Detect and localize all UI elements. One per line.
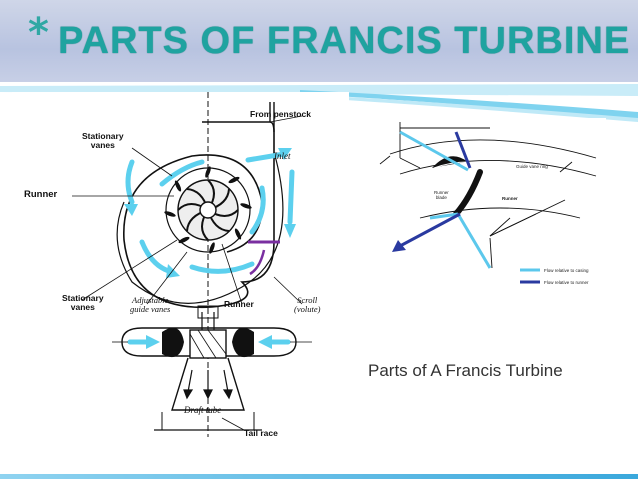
label-runner-left: Runner — [24, 189, 58, 200]
label-tail-race: Tail race — [244, 428, 278, 438]
label-runner-bottom: Runner — [224, 299, 254, 309]
label-adjustable-guide-vanes: Adjustable guide vanes — [130, 295, 171, 314]
velocity-diagram: Guide vane ring Runner Runner blade Flow… — [360, 118, 606, 290]
title-star: * — [28, 10, 49, 56]
legend-runner-label: Flow relative to runner — [544, 280, 589, 285]
label-stationary-vanes-bottom: Stationary vanes — [62, 293, 104, 312]
label-inlet: Inlet — [274, 151, 291, 161]
label-guide-vane-ring: Guide vane ring — [516, 164, 548, 169]
slide-title: PARTS OF FRANCIS TURBINE — [58, 20, 631, 62]
label-draft-tube: Draft tube — [184, 405, 222, 415]
bottom-accent-line — [0, 474, 638, 479]
label-scroll-volute: Scroll (volute) — [294, 295, 321, 314]
figure-caption: Parts of A Francis Turbine — [368, 361, 563, 380]
francis-turbine-drawing: From penstock Stationary vanes Inlet Run… — [12, 92, 349, 445]
legend-casing-label: Flow relative to casing — [544, 268, 589, 273]
label-runner-right: Runner — [502, 196, 518, 201]
title-bar: * PARTS OF FRANCIS TURBINE — [0, 0, 638, 82]
label-from-penstock: From penstock — [250, 109, 311, 119]
label-runner-blade: Runner blade — [434, 190, 449, 200]
label-stationary-vanes-top: Stationary vanes — [82, 131, 124, 150]
